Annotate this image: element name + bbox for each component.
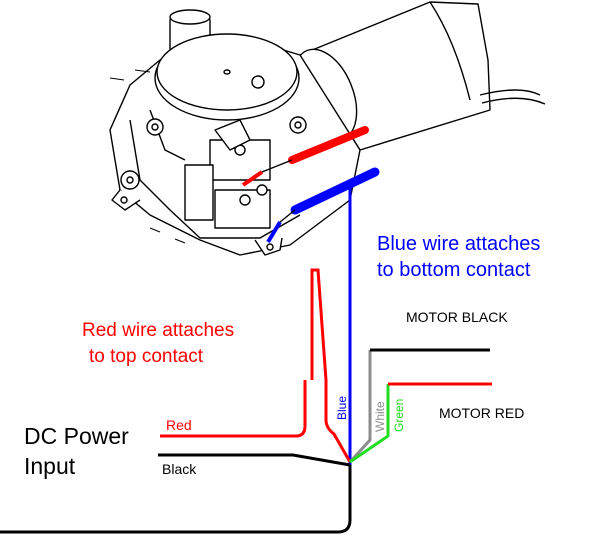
red-lead-top [288, 126, 369, 164]
dc-black-wire [158, 453, 351, 467]
wire-label-white: White [373, 401, 387, 432]
wire-label-red: Red [166, 417, 192, 433]
wire-label-blue: Blue [335, 396, 349, 420]
blue-lead-bottom [290, 167, 380, 215]
motor-black-label: MOTOR BLACK [406, 309, 508, 325]
dc-power-label-line1: DC Power [24, 423, 129, 449]
wiring [0, 185, 492, 534]
wire-label-black: Black [162, 461, 197, 477]
switch-lead-wires [241, 126, 380, 244]
black-return-wire [0, 465, 352, 534]
red-note-line1: Red wire attaches [82, 320, 234, 341]
motor-red-label: MOTOR RED [439, 405, 524, 421]
wire-label-green: Green [392, 399, 406, 432]
motor-assembly-drawing [109, 1, 546, 256]
blue-note-line2: to bottom contact [377, 259, 531, 281]
white-wire [348, 350, 372, 464]
blue-lead-tip [266, 220, 282, 244]
red-note-line2: to top contact [89, 346, 204, 367]
blue-note-line1: Blue wire attaches [377, 233, 540, 255]
green-wire [349, 384, 390, 464]
dc-power-label-line2: Input [24, 453, 76, 479]
red-lead-tip [241, 170, 264, 187]
